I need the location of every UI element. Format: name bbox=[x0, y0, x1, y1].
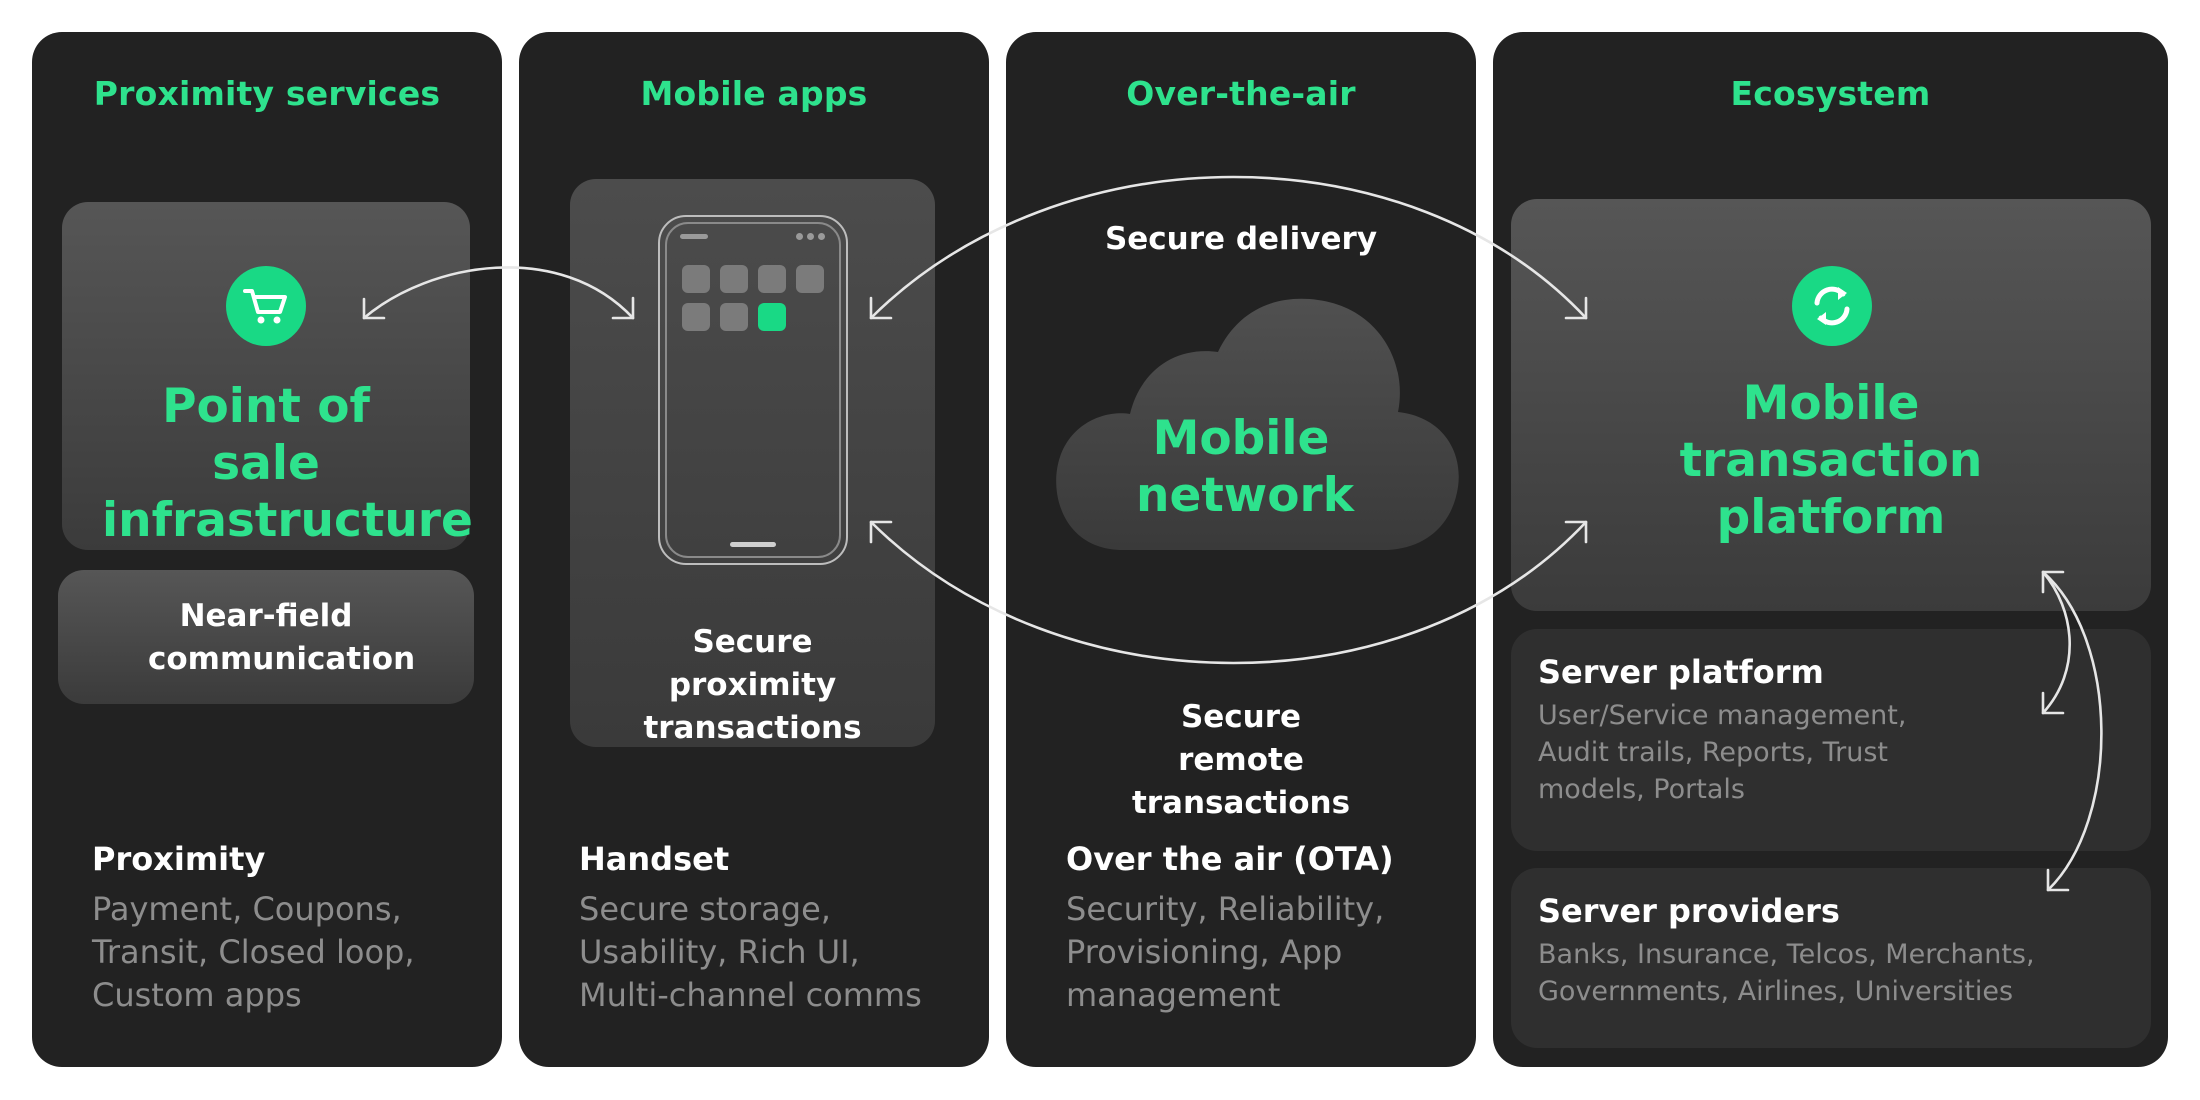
app-icon bbox=[758, 265, 786, 293]
secure-remote-label: Secure remote transactions bbox=[1131, 699, 1351, 821]
secure-delivery-label: Secure delivery bbox=[1104, 221, 1378, 257]
section-title: Handset bbox=[579, 840, 730, 878]
refresh-icon bbox=[1792, 266, 1872, 346]
app-icon bbox=[682, 265, 710, 293]
handset-caption: Secure proximity transactions bbox=[643, 624, 862, 746]
server-platform-text: User/Service management, Audit trails, R… bbox=[1538, 700, 1907, 805]
section-title: Proximity bbox=[92, 840, 266, 878]
server-platform-card: Server platform User/Service management,… bbox=[1511, 629, 2151, 851]
nfc-card: Near-field communication bbox=[58, 570, 474, 704]
column-title: Mobile apps bbox=[640, 74, 868, 113]
column-proximity-services: Proximity services Point of sale infrast… bbox=[32, 32, 502, 1067]
column-mobile-apps: Mobile apps Secure proximity transaction… bbox=[519, 32, 989, 1067]
point-of-sale-title: Point of sale infrastructure bbox=[102, 379, 473, 548]
cloud-icon bbox=[1056, 298, 1459, 550]
section-text: Security, Reliability, Provisioning, App… bbox=[1066, 890, 1385, 1014]
section-text: Payment, Coupons, Transit, Closed loop, … bbox=[92, 890, 415, 1014]
app-icon bbox=[682, 303, 710, 331]
app-icon bbox=[720, 303, 748, 331]
nfc-label: Near-field communication bbox=[148, 598, 416, 677]
server-platform-title: Server platform bbox=[1538, 653, 1824, 691]
section-title: Over the air (OTA) bbox=[1066, 840, 1394, 878]
point-of-sale-card: Point of sale infrastructure bbox=[62, 202, 473, 550]
mobile-network-label: Mobile network bbox=[1136, 411, 1354, 523]
platform-card: Mobile transaction platform bbox=[1511, 199, 2151, 611]
section-text: Secure storage, Usability, Rich UI, Mult… bbox=[579, 890, 922, 1014]
handset-card: Secure proximity transactions bbox=[570, 179, 935, 747]
column-ecosystem: Ecosystem Mobile transaction platform Se… bbox=[1493, 32, 2168, 1067]
column-title: Ecosystem bbox=[1730, 74, 1931, 113]
column-title: Over-the-air bbox=[1126, 74, 1356, 113]
app-icon-active bbox=[758, 303, 786, 331]
app-icon bbox=[796, 265, 824, 293]
platform-title: Mobile transaction platform bbox=[1679, 376, 1983, 545]
column-over-the-air: Over-the-air Secure delivery Mobile netw… bbox=[1006, 32, 1476, 1067]
smartphone-icon bbox=[658, 215, 848, 565]
server-providers-card: Server providers Banks, Insurance, Telco… bbox=[1511, 868, 2151, 1048]
app-icon bbox=[720, 265, 748, 293]
server-providers-text: Banks, Insurance, Telcos, Merchants, Gov… bbox=[1538, 939, 2035, 1007]
column-title: Proximity services bbox=[93, 74, 441, 113]
shopping-cart-icon bbox=[226, 266, 306, 346]
server-providers-title: Server providers bbox=[1538, 892, 1840, 930]
